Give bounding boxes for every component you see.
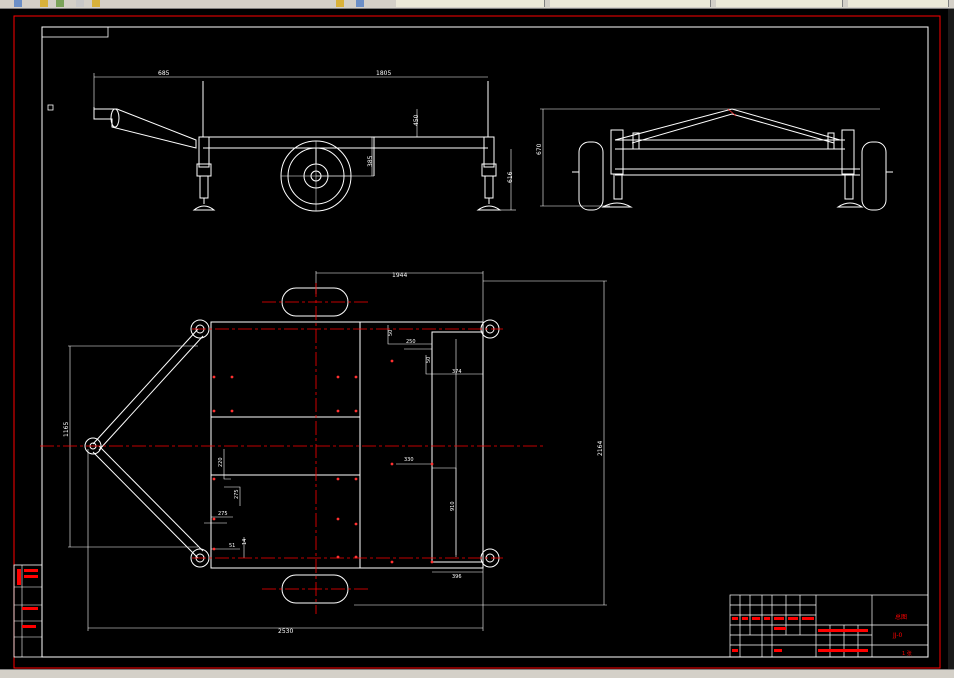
dim-d3: 396 bbox=[452, 574, 462, 580]
drawing-number: JJ-0 bbox=[892, 632, 902, 639]
dim-374: 374 bbox=[452, 369, 462, 375]
bolt-markers bbox=[212, 359, 434, 564]
cube-icon-2[interactable] bbox=[356, 0, 364, 7]
lineweight-dropdown[interactable] bbox=[848, 0, 949, 7]
dim-d1: 50 bbox=[388, 330, 394, 336]
dim-top-width: 1944 bbox=[392, 272, 407, 279]
dim-250: 250 bbox=[406, 339, 416, 345]
title-text: 总图 bbox=[895, 613, 907, 621]
top-view bbox=[68, 271, 607, 631]
small-marker-box bbox=[47, 104, 54, 111]
dim-height-a: 450 bbox=[413, 114, 420, 126]
side-view bbox=[93, 73, 516, 212]
drawing-canvas[interactable]: 685 1805 450 385 616 bbox=[0, 9, 948, 669]
dim-bottom-width: 2530 bbox=[278, 628, 293, 635]
layer-dropdown[interactable] bbox=[396, 0, 545, 7]
revision-strip bbox=[13, 564, 43, 658]
dim-handle: 685 bbox=[158, 70, 170, 77]
dim-330: 330 bbox=[404, 457, 414, 463]
dim-tow-height: 1165 bbox=[63, 422, 70, 437]
status-strip bbox=[0, 669, 954, 678]
cube-icon[interactable] bbox=[14, 0, 22, 7]
linetype-dropdown[interactable] bbox=[716, 0, 843, 7]
centerlines bbox=[40, 283, 545, 614]
dim-d2: 50 bbox=[426, 357, 432, 363]
front-view bbox=[540, 108, 893, 211]
dim-d6: 275 bbox=[218, 511, 228, 517]
tow-ring bbox=[84, 437, 102, 455]
layers-icon[interactable] bbox=[336, 0, 344, 7]
vertical-scrollbar[interactable] bbox=[948, 9, 954, 669]
drawing-frame bbox=[41, 26, 929, 658]
title-block bbox=[729, 594, 929, 658]
deck-outline bbox=[210, 321, 484, 569]
color-dropdown[interactable] bbox=[550, 0, 711, 7]
dim-height-b: 385 bbox=[367, 155, 374, 167]
toolbar-strip bbox=[0, 0, 954, 9]
layer-icon[interactable] bbox=[56, 0, 64, 7]
handle-grip bbox=[110, 108, 120, 128]
dim-d4: 220 bbox=[218, 457, 224, 467]
title-block-red-text bbox=[732, 617, 868, 652]
dim-height-c: 616 bbox=[507, 171, 514, 183]
dim-total-height: 2164 bbox=[597, 441, 604, 456]
drawing-svg: 685 1805 450 385 616 bbox=[13, 15, 941, 669]
dim-d5: 275 bbox=[234, 489, 240, 499]
bulb-icon[interactable] bbox=[92, 0, 100, 7]
corner-label-box bbox=[41, 26, 109, 38]
dim-frame: 1805 bbox=[376, 70, 391, 77]
folder-icon[interactable] bbox=[40, 0, 48, 7]
dim-910: 910 bbox=[450, 501, 456, 511]
handle-bar bbox=[93, 107, 197, 149]
dim-front-height: 670 bbox=[536, 143, 543, 155]
page-icon[interactable] bbox=[76, 0, 84, 7]
sheet-count: 1 张 bbox=[902, 650, 912, 657]
outer-border bbox=[13, 15, 941, 669]
dim-14: 14 bbox=[242, 539, 248, 545]
dim-51: 51 bbox=[229, 543, 235, 549]
